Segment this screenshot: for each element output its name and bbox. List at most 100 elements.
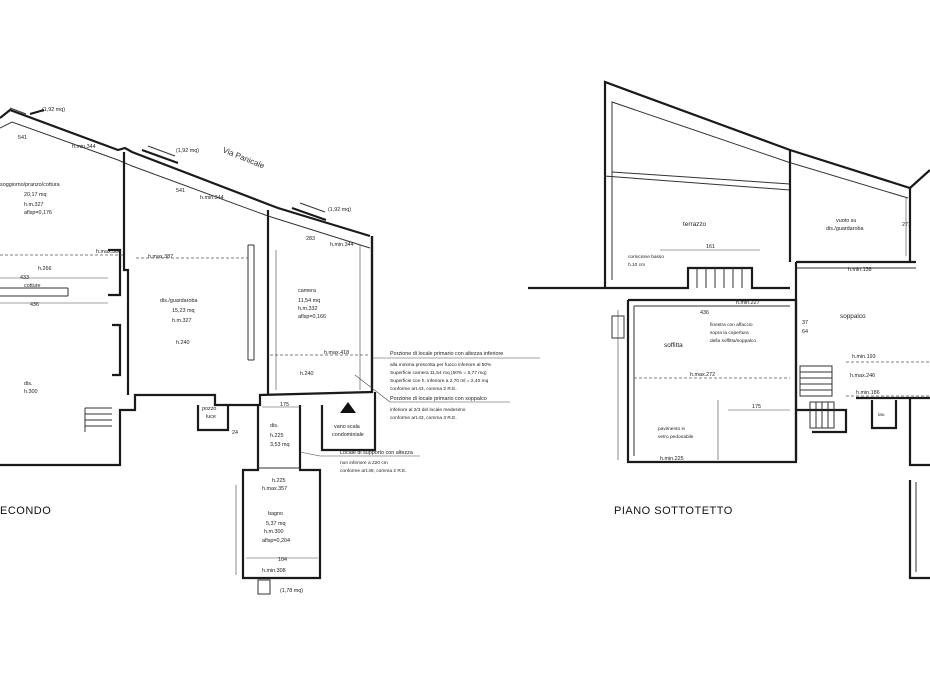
dim-hmin344-a: h.min.344: [72, 144, 96, 150]
left-plan-title: ECONDO: [0, 505, 51, 517]
left-outer-wall: [0, 236, 374, 467]
disimpegno-height: h.m.327: [172, 318, 191, 324]
bagno-hmax: h.max.357: [262, 486, 287, 492]
disimpegno-name: dis./guardaroba: [160, 298, 197, 304]
dis-left-name: dis.: [24, 381, 32, 387]
dim-hmin225: h.min.225: [660, 456, 684, 462]
dim-175: 175: [280, 402, 289, 408]
soffitta-walls: [626, 298, 798, 464]
vuoto-label-1: vuoto su: [836, 218, 856, 224]
camera-name: camera: [298, 288, 316, 294]
dis-left-height: h.300: [24, 389, 38, 395]
soppalco-label: soppalco: [840, 313, 866, 320]
street-label: Via Panicale: [221, 146, 266, 171]
note3-line1: non inferiore a 220 cm: [340, 460, 388, 466]
note1-title: Porzione di locale primario con altezza …: [390, 351, 503, 357]
camera-h: h.240: [300, 371, 314, 377]
notes-block: [299, 357, 540, 457]
dim-hmax246: h.max.246: [850, 373, 875, 379]
dim-64: 64: [802, 329, 808, 335]
right-floor-plan: terrazzo vuoto su dis./guardaroba soffit…: [528, 80, 930, 580]
note1-line1: alla minima prescritta per fuoco inferio…: [390, 362, 492, 368]
facade-wall: [0, 108, 371, 238]
dim-271: 271: [902, 222, 911, 228]
pozzo-label-2: luce: [206, 414, 216, 420]
left-floor-plan: (1,92 mq) (1,92 mq) (1,92 mq) Via Panica…: [0, 107, 540, 595]
disimpegno-area: 15,23 mq: [172, 308, 194, 314]
stair-steps: [696, 268, 743, 288]
dim-436-right: 436: [700, 310, 709, 316]
soggiorno-name: soggiorno/pranzo/cottura: [0, 182, 60, 188]
bagno-height: h.m.300: [264, 529, 283, 535]
bagno-hmin: h.min.308: [262, 568, 286, 574]
dim-hmax386: h.max.386: [96, 249, 121, 255]
bagno-window-label: (1,78 mq): [280, 588, 303, 594]
window-marks: [9, 107, 327, 222]
dim-37: 37: [802, 320, 808, 326]
soggiorno-height: h.m.327: [24, 202, 43, 208]
vano-label-2: condominiale: [332, 432, 364, 438]
window-label-1: (1,92 mq): [42, 107, 65, 113]
pavimento-label-2: vetro pedonabile: [658, 434, 694, 440]
finestra-label-1: finestra con affaccio: [710, 322, 753, 328]
finestra-label-2: sopra la copertura: [710, 330, 749, 336]
dim-hmax418: h.max.418: [324, 350, 349, 356]
dim-541-a: 541: [18, 135, 27, 141]
vuoto-label-2: dis./guardaroba: [826, 226, 863, 232]
right-plan-title: PIANO SOTTOTETTO: [614, 505, 733, 517]
camera-ratio: aflsp=0,166: [298, 314, 326, 320]
note1-line3: Superficie con h. inferiore a 2,70 ml = …: [390, 378, 489, 384]
vano-label-1: vano scala: [334, 424, 360, 430]
note3-title: Locale di supporto con altezza: [340, 450, 413, 456]
height-lines-right: [617, 198, 930, 460]
stair-block-right: [799, 365, 835, 429]
dim-hmax272: h.max.272: [690, 372, 715, 378]
dis-small-h: h.225: [270, 433, 284, 439]
dim-436: 436: [30, 302, 39, 308]
pozzo-label-1: pozzo: [202, 406, 216, 412]
dim-175-right: 175: [752, 404, 761, 410]
dim-24: 24: [232, 430, 238, 436]
note2-title: Porzione di locale primario con soppalco: [390, 396, 487, 402]
height-lines: [0, 245, 370, 575]
dim-541-b: 541: [176, 188, 185, 194]
dim-283: 283: [306, 236, 315, 242]
note1-line4: conforme art.43, comma 2 R.E.: [390, 386, 457, 392]
note3-line2: conforme art.49, comma 2 R.E.: [340, 468, 407, 474]
partition-walls: [0, 152, 270, 395]
bagno-area: 5,37 mq: [266, 521, 285, 527]
finestra-label-3: della soffitta/soppalco: [710, 338, 756, 344]
dim-104: 104: [278, 557, 287, 563]
soggiorno-area: 20,17 mq: [24, 192, 46, 198]
dim-161: 161: [706, 244, 715, 250]
note1-line2: Superficie camera 11,54 mq (50% = 5,77 m…: [390, 370, 487, 376]
pavimento-label-1: pavimento in: [658, 426, 686, 432]
cornicione-label-2: h.10 cm: [628, 262, 645, 268]
dim-hmin227: h.min.227: [736, 300, 760, 306]
dim-hmin344-b: h.min.344: [200, 195, 224, 201]
note2-line1: inferiore al 2/3 del locale medesimo: [390, 407, 466, 413]
cotture-label: cotture: [24, 283, 40, 289]
terrazzo-label: terrazzo: [683, 221, 707, 228]
dim-hmin138: h.min.138: [848, 267, 872, 273]
cornicione-label-1: cornicione basso: [628, 254, 664, 260]
dim-hmax387: h.max.387: [148, 254, 173, 260]
dim-hmin186: h.min.186: [856, 390, 880, 396]
bagno-ratio: aflsp=0,204: [262, 538, 290, 544]
lav-label: lav.: [878, 412, 885, 418]
soggiorno-ratio: aflsp=0,176: [24, 210, 52, 216]
dis-small-name: dis.: [270, 423, 278, 429]
dim-hmin344-c: h.min.344: [330, 242, 354, 248]
camera-height: h.m.332: [298, 306, 317, 312]
dim-h266: h.266: [38, 266, 52, 272]
note2-line2: conforme art.43, comma 3 R.E.: [390, 415, 457, 421]
bagno-h-top: h.225: [272, 478, 286, 484]
dim-433: 433: [20, 275, 29, 281]
service-block: [84, 392, 377, 595]
disimpegno-h: h.240: [176, 340, 190, 346]
dim-hmin193: h.min.193: [852, 354, 876, 360]
window-label-2: (1,92 mq): [176, 148, 199, 154]
dis-small-area: 3,53 mq: [270, 442, 289, 448]
window-label-3: (1,92 mq): [328, 207, 351, 213]
